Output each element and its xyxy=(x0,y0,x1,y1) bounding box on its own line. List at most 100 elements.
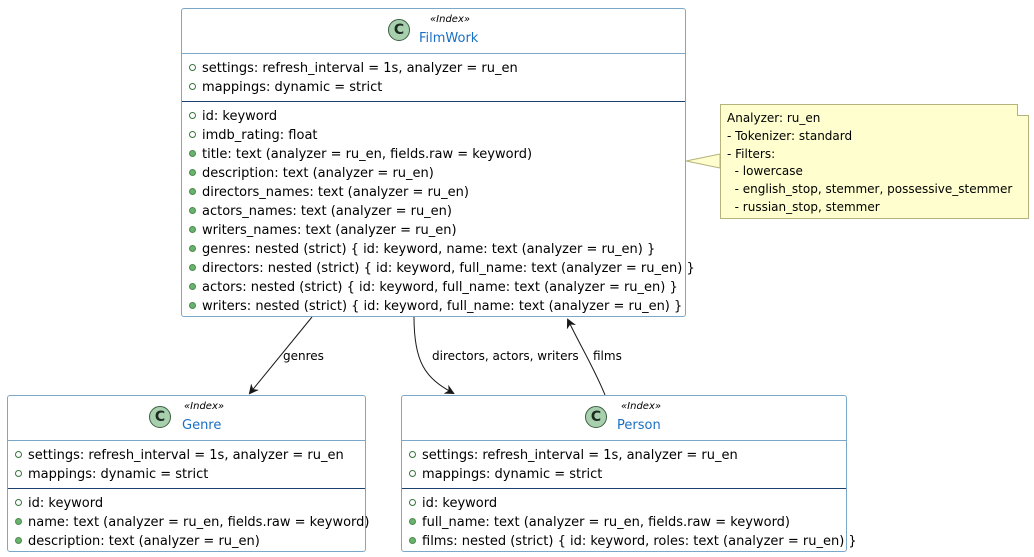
public-visibility-icon xyxy=(189,131,196,138)
class-badge-icon: C xyxy=(388,19,410,41)
note-lines: Analyzer: ru_en- Tokenizer: standard- Fi… xyxy=(727,110,1028,217)
class-badge-icon: C xyxy=(585,406,607,428)
member-row: name: text (analyzer = ru_en, fields.raw… xyxy=(8,513,369,532)
class-genre[interactable]: C «Index» Genre settings: refresh_interv… xyxy=(7,395,369,555)
stereotype: «Index» xyxy=(430,14,471,25)
member-text: mappings: dynamic = strict xyxy=(28,467,209,482)
member-row: directors: nested (strict) { id: keyword… xyxy=(182,259,695,278)
field-visibility-icon xyxy=(189,169,196,176)
member-text: writers: nested (strict) { id: keyword, … xyxy=(202,299,683,314)
member-text: id: keyword xyxy=(202,109,278,124)
member-row: mappings: dynamic = strict xyxy=(8,465,365,484)
note-line: Analyzer: ru_en xyxy=(727,111,821,125)
field-visibility-icon xyxy=(189,264,196,271)
member-row: full_name: text (analyzer = ru_en, field… xyxy=(402,513,846,532)
member-row: description: text (analyzer = ru_en) xyxy=(182,164,685,183)
member-row: films: nested (strict) { id: keyword, ro… xyxy=(402,532,857,551)
member-row: settings: refresh_interval = 1s, analyze… xyxy=(402,446,846,465)
edge-label-directors-actors-writers: directors, actors, writers xyxy=(432,349,579,363)
public-visibility-icon xyxy=(189,112,196,119)
note-line: - english_stop, stemmer, possessive_stem… xyxy=(727,182,1013,197)
class-name: FilmWork xyxy=(419,31,479,46)
public-visibility-icon xyxy=(409,499,416,506)
member-text: writers_names: text (analyzer = ru_en) xyxy=(202,223,457,238)
settings-section: settings: refresh_interval = 1s, analyze… xyxy=(402,441,846,488)
member-row: directors_names: text (analyzer = ru_en) xyxy=(182,183,685,202)
public-visibility-icon xyxy=(189,83,196,90)
member-text: name: text (analyzer = ru_en, fields.raw… xyxy=(28,515,370,530)
note-line: - lowercase xyxy=(727,164,803,179)
member-row: description: text (analyzer = ru_en) xyxy=(8,532,365,551)
class-header: C «Index» Genre xyxy=(8,396,365,441)
class-header: C «Index» Person xyxy=(402,396,846,441)
class-filmwork[interactable]: C «Index» FilmWork settings: refresh_int… xyxy=(181,8,695,320)
member-row: id: keyword xyxy=(8,494,365,513)
member-text: imdb_rating: float xyxy=(202,128,318,143)
fields-section: id: keyword full_name: text (analyzer = r… xyxy=(402,488,857,555)
public-visibility-icon xyxy=(189,64,196,71)
edge-label-films: films xyxy=(593,349,622,363)
public-visibility-icon xyxy=(15,499,22,506)
member-text: title: text (analyzer = ru_en, fields.ra… xyxy=(202,147,533,162)
note-line: - russian_stop, stemmer xyxy=(727,199,880,214)
field-visibility-icon xyxy=(189,283,196,290)
field-visibility-icon xyxy=(409,537,416,544)
fields-section: id: keyword imdb_rating: float title: text… xyxy=(182,101,695,320)
member-text: description: text (analyzer = ru_en) xyxy=(28,534,260,549)
note-fold-corner xyxy=(1017,104,1029,116)
settings-section: settings: refresh_interval = 1s, analyze… xyxy=(182,54,685,101)
field-visibility-icon xyxy=(189,207,196,214)
class-person[interactable]: C «Index» Person settings: refresh_inter… xyxy=(401,395,857,555)
field-visibility-icon xyxy=(189,188,196,195)
settings-section: settings: refresh_interval = 1s, analyze… xyxy=(8,441,365,488)
edge-filmwork-person xyxy=(413,316,455,394)
member-row: title: text (analyzer = ru_en, fields.ra… xyxy=(182,145,685,164)
field-visibility-icon xyxy=(15,537,22,544)
class-name: Genre xyxy=(182,418,222,433)
member-text: settings: refresh_interval = 1s, analyze… xyxy=(422,448,738,463)
member-text: id: keyword xyxy=(28,496,104,511)
member-text: settings: refresh_interval = 1s, analyze… xyxy=(28,448,344,463)
member-row: actors: nested (strict) { id: keyword, f… xyxy=(182,278,685,297)
note-connector xyxy=(685,153,721,169)
member-row: id: keyword xyxy=(182,107,685,126)
member-text: settings: refresh_interval = 1s, analyze… xyxy=(202,61,518,76)
field-visibility-icon xyxy=(189,302,196,309)
member-text: directors: nested (strict) { id: keyword… xyxy=(202,261,695,276)
fields-section: id: keyword name: text (analyzer = ru_en,… xyxy=(8,488,369,555)
class-name: Person xyxy=(617,418,661,433)
stereotype: «Index» xyxy=(184,401,225,412)
edge-filmwork-genre xyxy=(248,316,313,395)
member-row: mappings: dynamic = strict xyxy=(182,78,685,97)
field-visibility-icon xyxy=(15,518,22,525)
class-header: C «Index» FilmWork xyxy=(182,9,685,54)
member-text: mappings: dynamic = strict xyxy=(422,467,603,482)
member-row: settings: refresh_interval = 1s, analyze… xyxy=(8,446,365,465)
note-line: - Tokenizer: standard xyxy=(727,128,853,143)
member-row: actors_names: text (analyzer = ru_en) xyxy=(182,202,685,221)
member-row: writers: nested (strict) { id: keyword, … xyxy=(182,297,685,316)
member-text: id: keyword xyxy=(422,496,498,511)
member-text: genres: nested (strict) { id: keyword, n… xyxy=(202,242,656,257)
public-visibility-icon xyxy=(409,470,416,477)
public-visibility-icon xyxy=(409,451,416,458)
stereotype: «Index» xyxy=(621,401,662,412)
member-text: directors_names: text (analyzer = ru_en) xyxy=(202,185,469,200)
analyzer-note: Analyzer: ru_en- Tokenizer: standard- Fi… xyxy=(720,104,1029,219)
member-row: settings: refresh_interval = 1s, analyze… xyxy=(182,59,685,78)
member-row: id: keyword xyxy=(402,494,846,513)
member-text: actors: nested (strict) { id: keyword, f… xyxy=(202,280,678,295)
field-visibility-icon xyxy=(189,245,196,252)
public-visibility-icon xyxy=(15,451,22,458)
member-text: films: nested (strict) { id: keyword, ro… xyxy=(422,534,857,549)
member-row: genres: nested (strict) { id: keyword, n… xyxy=(182,240,685,259)
public-visibility-icon xyxy=(15,470,22,477)
member-text: actors_names: text (analyzer = ru_en) xyxy=(202,204,452,219)
field-visibility-icon xyxy=(189,150,196,157)
edge-label-genres: genres xyxy=(283,349,324,363)
member-row: mappings: dynamic = strict xyxy=(402,465,846,484)
member-row: imdb_rating: float xyxy=(182,126,685,145)
member-text: description: text (analyzer = ru_en) xyxy=(202,166,434,181)
field-visibility-icon xyxy=(409,518,416,525)
